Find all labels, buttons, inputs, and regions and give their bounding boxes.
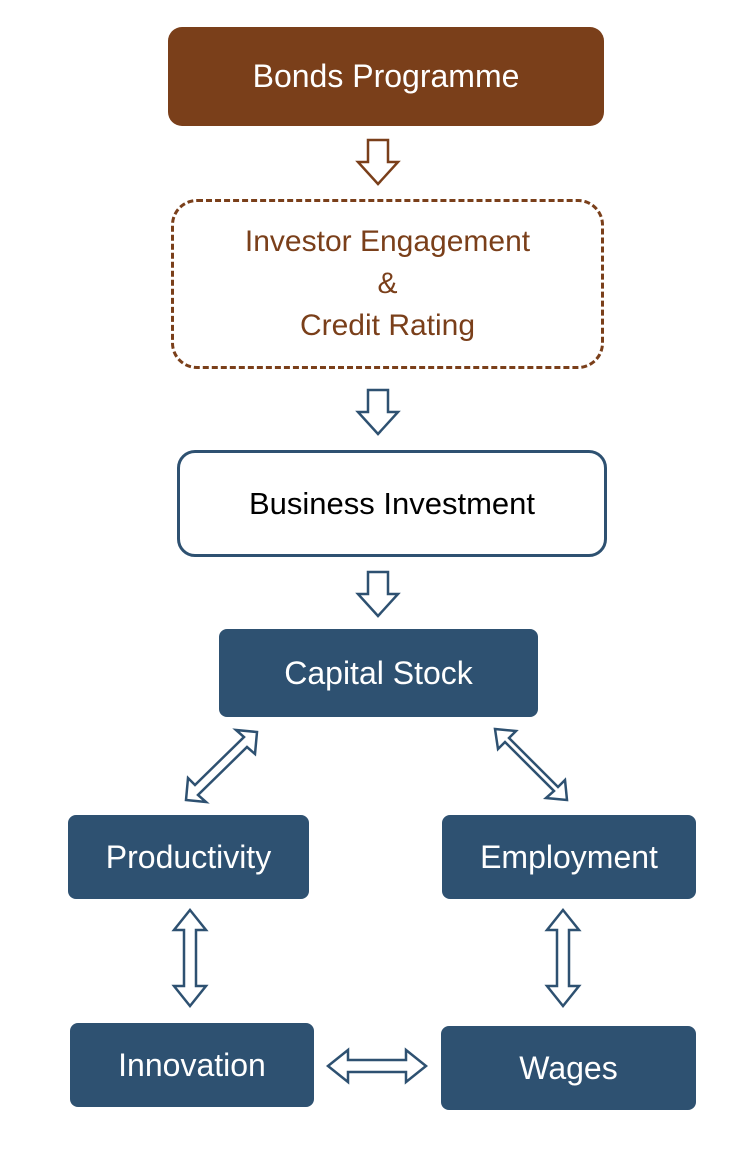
- arrow-business-to-capital: [355, 570, 401, 618]
- productivity-label: Productivity: [105, 838, 272, 875]
- ampersand-label: &: [377, 267, 398, 300]
- investor-engagement-label: Investor Engagement: [244, 225, 531, 258]
- capital-stock-box: Capital Stock: [219, 629, 538, 717]
- arrow-capital-productivity: [184, 728, 259, 804]
- arrow-capital-employment: [493, 727, 569, 802]
- business-investment-label: Business Investment: [248, 485, 536, 521]
- capital-stock-label: Capital Stock: [284, 654, 473, 691]
- arrow-employment-wages: [544, 907, 582, 1009]
- bonds-programme-label: Bonds Programme: [252, 58, 520, 94]
- wages-box: Wages: [441, 1026, 696, 1110]
- innovation-box: Innovation: [70, 1023, 314, 1107]
- wages-label: Wages: [519, 1049, 618, 1086]
- arrow-innovation-wages: [325, 1047, 429, 1085]
- credit-rating-label: Credit Rating: [299, 309, 476, 342]
- arrow-investor-to-business: [355, 388, 401, 436]
- investor-engagement-box: Investor Engagement & Credit Rating: [171, 199, 604, 369]
- employment-label: Employment: [480, 838, 658, 875]
- innovation-label: Innovation: [118, 1046, 266, 1083]
- arrow-productivity-innovation: [171, 907, 209, 1009]
- arrow-bonds-to-investor: [355, 138, 401, 186]
- employment-box: Employment: [442, 815, 696, 899]
- bonds-programme-box: Bonds Programme: [168, 27, 604, 126]
- productivity-box: Productivity: [68, 815, 309, 899]
- business-investment-box: Business Investment: [177, 450, 607, 557]
